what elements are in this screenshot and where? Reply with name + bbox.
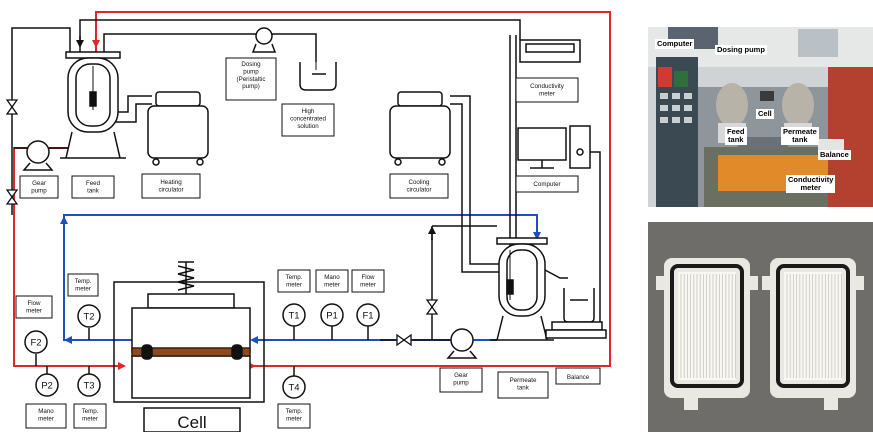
membrane-module-left	[656, 258, 758, 410]
conductivity-meter	[520, 40, 580, 62]
valve-left-upper	[7, 100, 17, 114]
computer	[518, 126, 590, 168]
gauge-t3-id: T3	[83, 381, 94, 392]
photo-label-balance: Balance	[818, 150, 851, 160]
process-schematic: Cell T2 F2 P2 T3 T4	[0, 0, 620, 432]
label-temp-meter-t4: Temp.meter	[286, 408, 303, 422]
gear-pump-left	[14, 141, 68, 170]
gear-pump-right	[448, 329, 476, 358]
gauge-t1-id: T1	[288, 311, 299, 322]
valve-right	[427, 300, 437, 314]
cell-label: Cell	[177, 413, 206, 432]
gauge-t4-id: T4	[288, 383, 299, 394]
valve-bottom	[397, 335, 411, 345]
gauge-f1-id: F1	[362, 311, 373, 322]
dosing-pump	[253, 28, 275, 52]
high-concentrated-beaker	[300, 38, 336, 90]
photo-label-dosing-pump: Dosing pump	[715, 45, 767, 55]
valve-left-lower	[7, 190, 17, 204]
gauge-f2-id: F2	[30, 338, 41, 349]
feed-tank	[60, 52, 126, 158]
gauge-p1-id: P1	[326, 311, 338, 322]
membrane-modules-drawing	[648, 222, 873, 432]
photo-label-cell: Cell	[756, 109, 774, 119]
membrane-cell	[114, 262, 264, 432]
balance	[546, 288, 606, 338]
gauge-t2-id: T2	[83, 312, 94, 323]
label-balance: Balance	[567, 374, 590, 381]
label-temp-meter-t2: Temp.meter	[75, 278, 92, 292]
cooling-circulator	[390, 92, 450, 165]
heating-circulator	[148, 92, 208, 165]
membrane-modules-photo	[648, 222, 873, 432]
label-temp-meter-t1: Temp.meter	[286, 274, 303, 288]
gauge-p2-id: P2	[41, 381, 53, 392]
label-temp-meter-t3: Temp.meter	[82, 408, 99, 422]
label-computer: Computer	[533, 181, 560, 188]
photo-label-computer: Computer	[655, 39, 694, 49]
